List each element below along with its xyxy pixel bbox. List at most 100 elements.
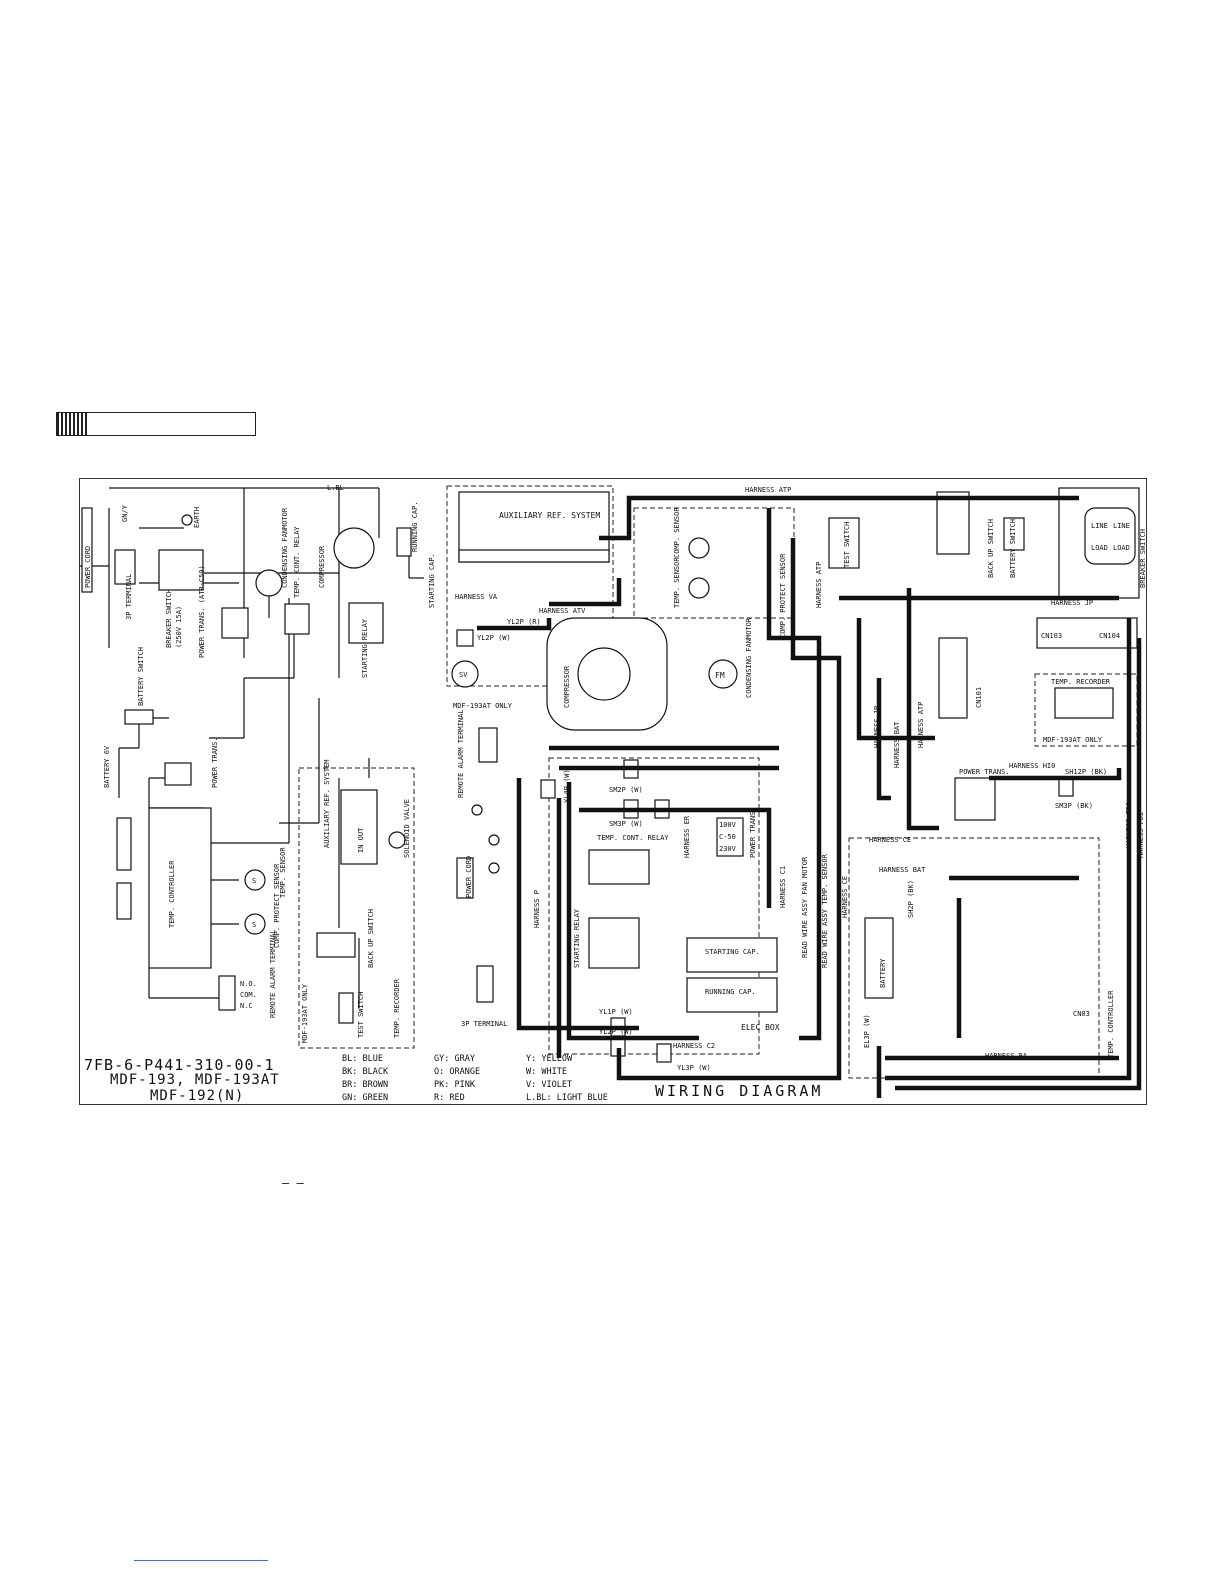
power-trans-model-label: POWER TRANS. (ATR-C50) <box>198 565 206 658</box>
v100-label: 100V <box>719 821 737 829</box>
power-cord-mid <box>456 857 474 899</box>
harness-atp-label-top: HARNESS ATP <box>745 486 791 494</box>
wiring-diagram-frame <box>79 478 1147 1105</box>
running-cap-label-mid: RUNNING CAP. <box>705 988 756 996</box>
harness-bat-label-right: HARNESS BAT <box>879 866 926 874</box>
in-out-label-left: IN OUT <box>357 827 365 853</box>
line-label-1: LINE <box>1091 522 1108 530</box>
harness-lines <box>477 495 1142 1098</box>
power-trans-label-mid: POWER TRANS. <box>749 807 757 858</box>
yl2p-w-label-mid: YL2P (W) <box>477 634 511 642</box>
temp-cont-relay-label-mid: TEMP. CONT. RELAY <box>597 834 669 842</box>
backup-switch-box-right <box>936 491 970 555</box>
compressor-label: COMPRESSOR <box>318 545 326 588</box>
comp-sensor-label: COMP. SENSOR <box>673 507 681 558</box>
starting-relay-box-mid <box>588 917 640 969</box>
battery-switch-symbol <box>124 709 154 725</box>
fanmotor-label-mid: CONDENSING FANMOTOR <box>745 617 753 698</box>
controller-display-2 <box>116 882 132 920</box>
breaker-rating-label: (250V 15A) <box>175 606 183 648</box>
legend-item: PK: PINK <box>434 1079 475 1090</box>
aux-ref-box-left <box>340 789 378 865</box>
cn103-cn104-strip <box>1036 617 1138 649</box>
yl3p-w-connector <box>656 1043 672 1063</box>
breaker-switch-box <box>158 549 204 591</box>
harness-atv-label: HARNESS ATV <box>539 607 586 615</box>
earth-label: EARTH <box>193 507 201 528</box>
earth-symbol-mid-1 <box>471 804 483 816</box>
display-panel-right <box>938 637 968 719</box>
compressor-label-mid: COMPRESSOR <box>563 665 571 708</box>
harness-atp-label-mid: HARNESS ATP <box>917 702 925 748</box>
harness-c2-label: HARNESS C2 <box>673 1042 715 1050</box>
battery-box-right <box>864 917 894 999</box>
cn104-label: CN104 <box>1099 632 1120 640</box>
fm-label: FM <box>715 671 725 680</box>
comp-protect-sensor-symbol-left <box>244 913 266 935</box>
harness-er-label: HARNESS ER <box>683 815 691 858</box>
temp-sensor-symbol-left <box>244 869 266 891</box>
el3p-w-label: EL3P (W) <box>863 1014 871 1048</box>
comp-sensor-symbol <box>688 537 710 559</box>
sm3p-bk-label: SM3P (BK) <box>1055 802 1093 810</box>
starting-cap-label-mid: STARTING CAP. <box>705 948 760 956</box>
harness-atp-label-vert: HARNESS ATP <box>815 562 823 608</box>
backup-switch-left <box>316 932 356 958</box>
yl1p-w-label: YL1P (W) <box>599 1008 633 1016</box>
load-label-2: LOAD <box>1113 544 1130 552</box>
earth-symbol-mid-3 <box>488 862 500 874</box>
running-cap-box-mid <box>686 977 778 1013</box>
yl2p-r-label: YL2P (R) <box>507 618 541 626</box>
read-wire-fan-label: READ WIRE ASSY FAN MOTOR <box>801 856 809 958</box>
starting-cap-box-mid <box>686 937 778 973</box>
power-trans-box-left <box>221 607 249 639</box>
c50-label: C-50 <box>719 833 736 841</box>
temp-sensor-label-mid: TEMP. SENSOR <box>673 557 681 608</box>
power-trans-box-mid <box>716 817 744 857</box>
aux-ref-dashed-box-mid <box>446 485 614 687</box>
running-cap-label: RUNNING CAP. <box>411 501 419 552</box>
compressor-terminal-mid <box>577 647 631 701</box>
power-trans-label-2: POWER TRANS. <box>211 737 219 788</box>
aux-ref-terminal-strip <box>458 549 610 563</box>
color-legend: BL: BLUE GY: GRAY Y: YELLOW BK: BLACK O:… <box>342 1052 612 1104</box>
legend-item: GY: GRAY <box>434 1053 475 1064</box>
yl3p-w-label: YL3P (W) <box>677 1064 711 1072</box>
tab-ribs <box>57 413 89 435</box>
legend-item: V: VIOLET <box>526 1079 573 1090</box>
harness-ce-label-mid: HARNESS CE <box>841 876 849 918</box>
harness-jp-label-top: HARNESS JP <box>1051 599 1093 607</box>
comp-protect-sensor-label-mid: COMP. PROTECT SENSOR <box>779 553 787 638</box>
sh12p-bk-label: SH12P (BK) <box>1065 768 1107 776</box>
solenoid-valve-symbol-mid <box>451 660 479 688</box>
legend-row: BK: BLACK O: ORANGE W: WHITE <box>342 1065 612 1078</box>
battery-label-right: BATTERY <box>879 958 887 988</box>
earth-symbol-top: EARTH GN/Y <box>121 504 201 528</box>
harness-p-label: HARNESS P <box>533 890 541 928</box>
com-label-left: COM. <box>240 991 257 999</box>
cn103-label: CN103 <box>1041 632 1062 640</box>
sensor-dashed-box <box>633 507 795 619</box>
model-line-2: MDF-192(N) <box>150 1088 245 1104</box>
earth-symbol-mid-2 <box>488 834 500 846</box>
breaker-switch-label-right: BREAKER SWITCH <box>1139 529 1147 588</box>
yl2p-w-connector-mid <box>456 629 474 647</box>
remote-alarm-terminal-left <box>218 975 236 1011</box>
aux-ref-label-left: AUXILIARY REF. SYSTEM <box>323 759 331 848</box>
breaker-switch-label: BREAKER SWITCH <box>165 589 173 648</box>
power-trans-box-right <box>954 777 996 821</box>
comp-protect-sensor-label-left: COMP. PROTECT SENSOR <box>273 863 281 948</box>
backup-switch-label-left: BACK UP SWITCH <box>367 909 375 968</box>
legend-item: O: ORANGE <box>434 1066 481 1077</box>
harness-bat-label-mid: HARNESS BAT <box>893 721 901 768</box>
gny-label: GN/Y <box>121 504 129 522</box>
power-cord-box <box>81 507 93 593</box>
temp-controller-left <box>148 807 212 969</box>
remote-alarm-label-left: REMOTE ALARM TERMINAL <box>269 929 277 1018</box>
condensing-fanmotor-symbol <box>255 569 283 597</box>
model-line-1: MDF-193, MDF-193AT <box>110 1072 280 1088</box>
legend-item: W: WHITE <box>526 1066 567 1077</box>
breaker-switch-right <box>1084 507 1136 565</box>
remote-alarm-terminal-mid <box>478 727 498 763</box>
terminal-3p-mid <box>476 965 494 1003</box>
